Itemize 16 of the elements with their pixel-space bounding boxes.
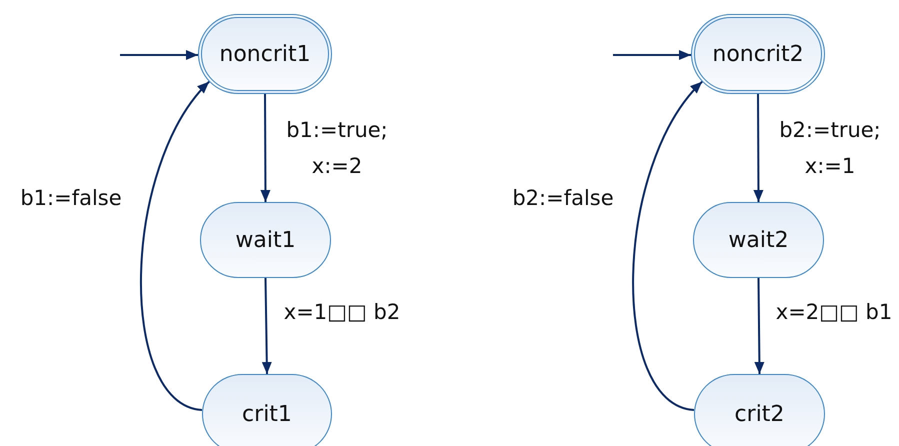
arrow (754, 278, 764, 374)
arrow (140, 80, 210, 411)
arrow (262, 278, 272, 374)
arrow (120, 50, 198, 60)
state-label: noncrit2 (712, 42, 804, 66)
arrow (613, 50, 691, 60)
state-label: wait1 (235, 228, 296, 252)
state-label: crit2 (734, 402, 784, 426)
state-node (198, 14, 332, 94)
arrow (260, 94, 270, 202)
state-label: wait2 (728, 228, 789, 252)
state-label: noncrit1 (219, 42, 311, 66)
arrow (753, 94, 764, 202)
state-node (691, 14, 825, 94)
state-label: crit1 (242, 402, 292, 426)
arrow (632, 80, 703, 411)
